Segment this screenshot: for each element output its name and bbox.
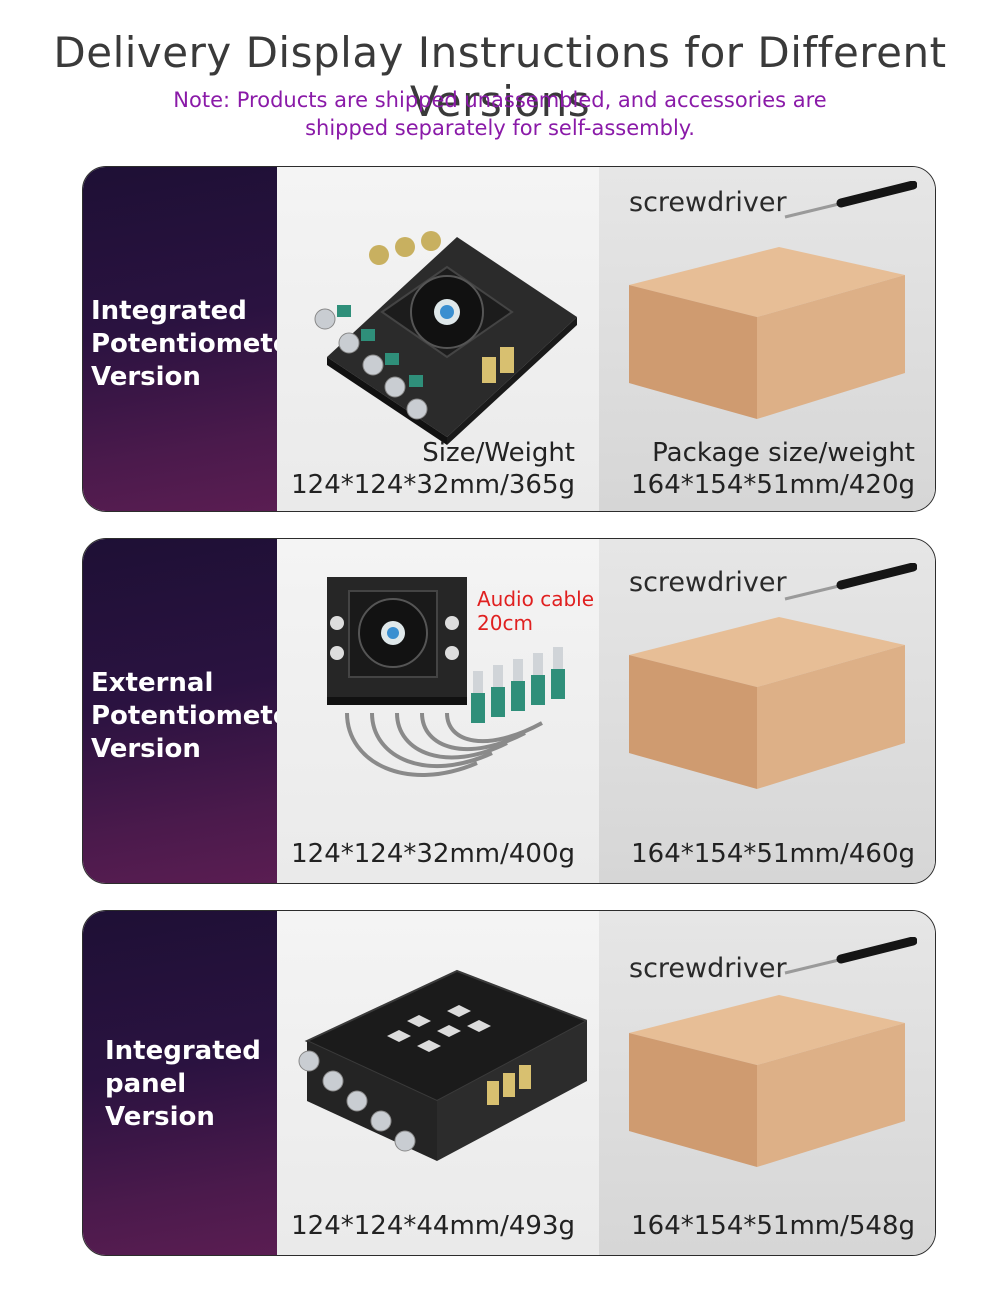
version-side-panel: Integrated panel Version (83, 911, 277, 1255)
cardboard-box-icon (629, 617, 905, 789)
amplifier-board-icon (314, 231, 577, 445)
amplifier-board-with-cables-icon (327, 577, 565, 777)
version-label: Integrated panel Version (105, 1036, 261, 1132)
package-spec: 164*154*51mm/460g (631, 838, 915, 870)
screwdriver-icon (784, 563, 917, 601)
version-card-external-potentiometer: External Potentiometer Version (82, 538, 936, 884)
version-card-integrated-panel: Integrated panel Version 124*124*44mm/49… (82, 910, 936, 1256)
product-spec-heading: Size/Weight (422, 438, 575, 468)
shipping-note: Note: Products are shipped unassembled, … (173, 88, 827, 140)
product-panel: 124*124*44mm/493g (277, 911, 599, 1255)
product-spec: Size/Weight 124*124*32mm/365g (291, 437, 575, 501)
page-title: Delivery Display Instructions for Differ… (53, 28, 947, 126)
product-spec-value: 124*124*32mm/400g (291, 839, 575, 869)
product-spec: 124*124*32mm/400g (291, 838, 575, 870)
package-spec-heading: Package size/weight (652, 438, 915, 468)
version-label: Integrated Potentiometer Version (91, 296, 304, 392)
package-panel: screwdriver Package size/weight 164*154*… (599, 167, 935, 511)
version-side-panel: Integrated Potentiometer Version (83, 167, 303, 511)
package-spec: 164*154*51mm/548g (631, 1210, 915, 1242)
product-spec-value: 124*124*44mm/493g (291, 1211, 575, 1241)
audio-cable-note: Audio cable 20cm (477, 587, 595, 635)
version-side-panel: External Potentiometer Version (83, 539, 303, 883)
package-spec-value: 164*154*51mm/420g (631, 470, 915, 500)
amplifier-panel-icon (298, 969, 587, 1161)
product-panel: Size/Weight 124*124*32mm/365g (277, 167, 599, 511)
screwdriver-icon (784, 181, 917, 219)
product-spec-value: 124*124*32mm/365g (291, 470, 575, 500)
cardboard-box-icon (629, 995, 905, 1167)
package-spec: Package size/weight 164*154*51mm/420g (631, 437, 915, 501)
accessory-label: screwdriver (629, 187, 787, 218)
accessory-label: screwdriver (629, 953, 787, 984)
accessory-label: screwdriver (629, 567, 787, 598)
product-panel: Audio cable 20cm 124*124*32mm/400g (277, 539, 599, 883)
screwdriver-icon (784, 937, 917, 975)
product-spec: 124*124*44mm/493g (291, 1210, 575, 1242)
version-card-integrated-potentiometer: Integrated Potentiometer Version Size/We… (82, 166, 936, 512)
package-spec-value: 164*154*51mm/548g (631, 1211, 915, 1241)
package-spec-value: 164*154*51mm/460g (631, 839, 915, 869)
package-panel: screwdriver 164*154*51mm/548g (599, 911, 935, 1255)
version-label: External Potentiometer Version (91, 668, 304, 764)
package-panel: screwdriver 164*154*51mm/460g (599, 539, 935, 883)
cardboard-box-icon (629, 247, 905, 419)
